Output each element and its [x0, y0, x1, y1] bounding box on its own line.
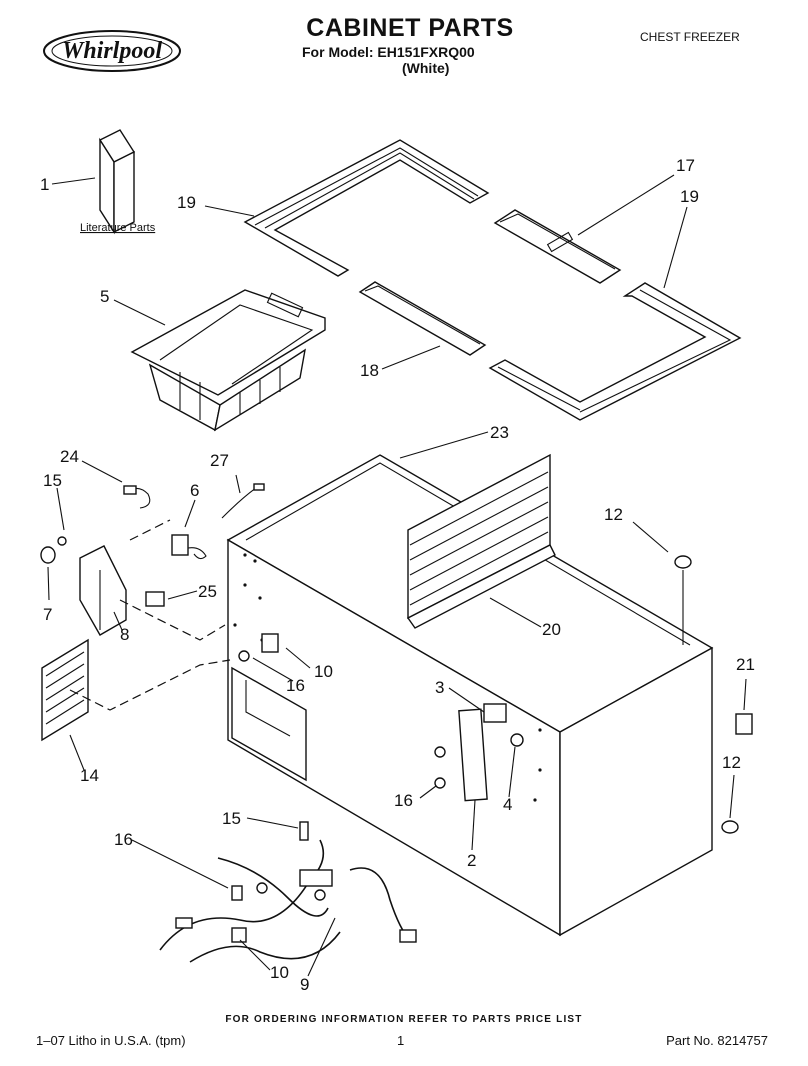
- callout-10-harness: 10: [270, 963, 289, 982]
- callout-15-harness: 15: [222, 809, 241, 828]
- divider-strip-17: [493, 209, 622, 284]
- callout-21: 21: [736, 655, 755, 674]
- part-number: Part No. 8214757: [666, 1033, 768, 1048]
- model-color: (White): [402, 60, 450, 76]
- lid-frame-bottom: [488, 282, 742, 421]
- brand-text: Whirlpool: [62, 38, 162, 64]
- page-title: CABINET PARTS: [306, 14, 514, 42]
- basket-illustration: [130, 289, 326, 432]
- plug-21: [735, 713, 753, 735]
- callout-19-right: 19: [680, 187, 699, 206]
- callout-14: 14: [80, 766, 99, 785]
- product-type: CHEST FREEZER: [640, 30, 740, 44]
- switch-25: [145, 591, 165, 607]
- whirlpool-logo: Whirlpool: [42, 24, 182, 74]
- ordering-note: FOR ORDERING INFORMATION REFER TO PARTS …: [225, 1014, 583, 1025]
- callout-2: 2: [467, 851, 476, 870]
- cabinet-body: [226, 454, 714, 937]
- callout-5: 5: [100, 287, 109, 306]
- lid-frame-top: [243, 139, 490, 277]
- grille-14: [41, 638, 89, 742]
- callout-25: 25: [198, 582, 217, 601]
- callout-6: 6: [190, 481, 199, 500]
- hinge-assembly: [434, 703, 524, 802]
- literature-parts-illustration: [98, 129, 136, 235]
- page-number: 1: [397, 1033, 405, 1048]
- callout-17: 17: [676, 156, 695, 175]
- divider-strip-18: [358, 281, 487, 356]
- model-info: For Model: EH151FXRQ00 (White): [302, 44, 518, 76]
- callout-12-bottom: 12: [722, 753, 741, 772]
- callout-4: 4: [503, 795, 512, 814]
- callout-16-hinge: 16: [394, 791, 413, 810]
- callout-12-top: 12: [604, 505, 623, 524]
- callout-18: 18: [360, 361, 379, 380]
- callout-3: 3: [435, 678, 444, 697]
- bumper-12-top: [674, 555, 692, 569]
- litho-info: 1–07 Litho in U.S.A. (tpm): [36, 1033, 186, 1048]
- light-socket: [171, 534, 207, 560]
- callout-27: 27: [210, 451, 229, 470]
- callout-9: 9: [300, 975, 309, 994]
- callout-19-top: 19: [177, 193, 196, 212]
- callout-16-harness: 16: [114, 830, 133, 849]
- callout-8: 8: [120, 625, 129, 644]
- callout-7: 7: [43, 605, 52, 624]
- callout-15-top: 15: [43, 471, 62, 490]
- control-housing: [40, 536, 127, 636]
- callout-23: 23: [490, 423, 509, 442]
- clamp-10-cabinet: [238, 633, 279, 662]
- model-number: For Model: EH151FXRQ00: [302, 44, 475, 60]
- callout-10-cabinet: 10: [314, 662, 333, 681]
- wiring-harness: [159, 821, 417, 963]
- bumper-12-bottom: [721, 820, 739, 834]
- divider-panel: [406, 453, 556, 629]
- callout-20: 20: [542, 620, 561, 639]
- sensor-24: [123, 485, 151, 509]
- callout-numbers: 1 19 17 19 5 18 23 24 27 6 15 12 7 25 20…: [40, 156, 755, 994]
- callout-16-cabinet: 16: [286, 676, 305, 695]
- callout-24: 24: [60, 447, 79, 466]
- literature-parts-label: Literature Parts: [80, 222, 156, 234]
- wire-27: [221, 483, 265, 519]
- callout-1: 1: [40, 175, 49, 194]
